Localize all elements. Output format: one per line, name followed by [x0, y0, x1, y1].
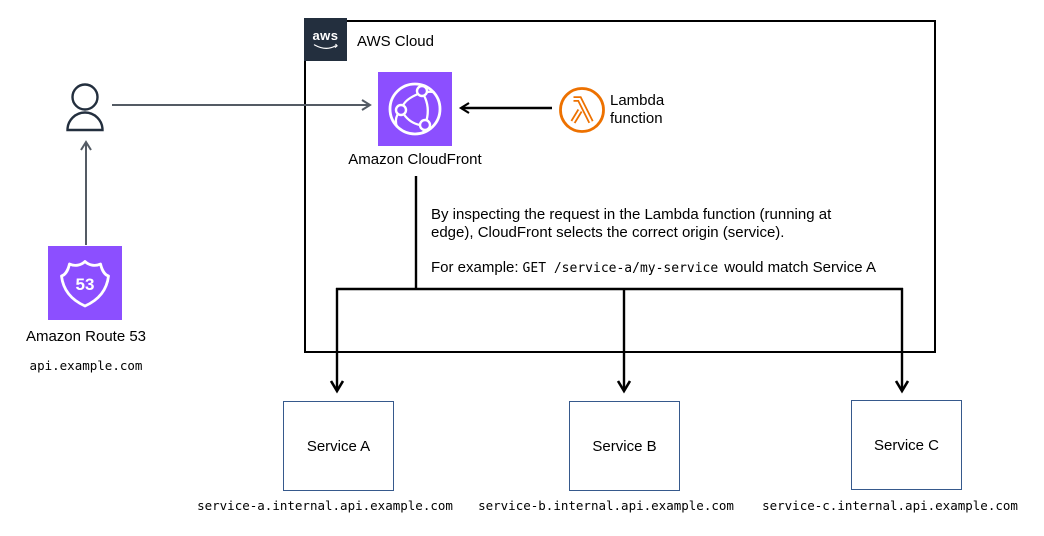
lambda-function-label: Lambda function [610, 92, 665, 127]
route53-label: Amazon Route 53 [25, 328, 147, 345]
annotation-text: By inspecting the request in the Lambda … [431, 206, 876, 278]
lambda-function-icon [557, 85, 607, 135]
service-c-label: Service C [873, 436, 940, 454]
service-b-box: Service B [569, 401, 680, 491]
service-b-domain-label: service-b.internal.api.example.com [478, 498, 734, 513]
annotation-line-2: edge), CloudFront selects the correct or… [431, 224, 785, 241]
aws-smile-icon [313, 43, 338, 49]
service-b-label: Service B [592, 437, 657, 455]
user-icon [65, 80, 105, 132]
route53-domain-label: api.example.com [29, 358, 143, 373]
annotation-line-1: By inspecting the request in the Lambda … [431, 206, 832, 223]
service-a-box: Service A [283, 401, 394, 491]
aws-logo: aws [304, 18, 347, 61]
service-a-label: Service A [306, 437, 371, 455]
annotation-example: For example:GET /service-a/my-service wou… [431, 259, 876, 278]
aws-cloud-label: AWS Cloud [357, 33, 434, 50]
cloudfront-icon [378, 72, 452, 146]
cloudfront-label: Amazon CloudFront [348, 151, 482, 168]
service-c-domain-label: service-c.internal.api.example.com [762, 498, 1018, 513]
service-c-box: Service C [851, 400, 962, 490]
example-prefix: For example: [431, 259, 519, 276]
service-a-domain-label: service-a.internal.api.example.com [197, 498, 453, 513]
aws-logo-text: aws [312, 27, 339, 43]
route53-icon: 53 [48, 246, 122, 320]
example-code: GET /service-a/my-service [522, 261, 719, 276]
route53-shield-number: 53 [76, 275, 95, 294]
aws-cloud-boundary [304, 20, 936, 353]
example-suffix: would match Service A [724, 259, 876, 276]
